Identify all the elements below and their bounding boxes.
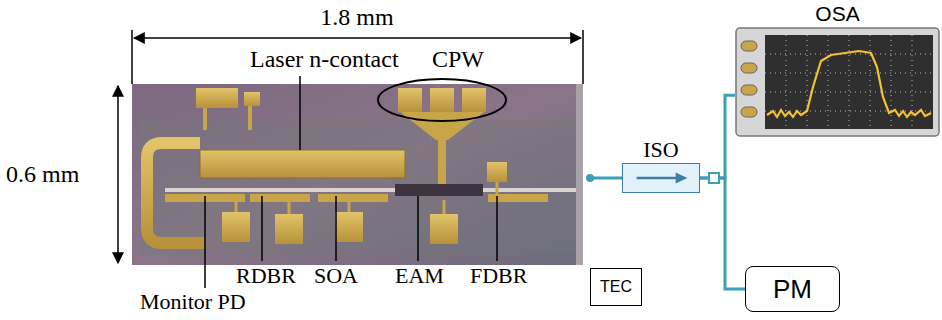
chip-pad <box>335 212 363 242</box>
chip-facet <box>576 84 583 265</box>
chip-pad <box>244 92 260 106</box>
chip-section <box>318 194 388 202</box>
dimension-tick <box>582 30 584 84</box>
chip-region <box>140 120 580 255</box>
part-label: Laser n-contact <box>250 46 399 72</box>
chip-pad <box>196 88 238 108</box>
leader-line <box>335 196 337 261</box>
fiber-connector <box>700 178 745 289</box>
cpw-pad <box>398 88 422 112</box>
fiber-connector <box>700 95 735 178</box>
dimension-arrow <box>117 86 119 263</box>
chip-trace <box>205 106 250 130</box>
osa-instrument: OSA <box>735 27 940 137</box>
part-label: RDBR <box>236 264 296 288</box>
waveguide <box>165 188 583 192</box>
leader-line <box>496 196 498 261</box>
leader-line <box>261 196 263 261</box>
fiber <box>590 177 622 180</box>
chip-photo <box>132 84 583 265</box>
part-label: Monitor PD <box>140 290 246 314</box>
dimension-label: 0.6 mm <box>6 161 79 187</box>
box-label: TEC <box>600 278 632 296</box>
dimension-label: 1.8 mm <box>320 4 393 30</box>
tec-box: TEC <box>590 268 642 306</box>
cpw-pad <box>462 88 486 112</box>
chip-pad <box>275 214 303 244</box>
dimension-arrow <box>134 37 581 39</box>
eam-section <box>395 184 483 196</box>
osa-drawing <box>735 27 940 137</box>
instrument-heading: OSA <box>815 2 859 25</box>
isolator-symbol <box>623 164 699 192</box>
box-label: PM <box>773 275 812 304</box>
part-label: EAM <box>395 264 444 288</box>
chip-trace <box>147 143 205 243</box>
chip-trace <box>236 182 497 214</box>
instrument-heading: ISO <box>643 138 678 162</box>
part-label: CPW <box>432 46 484 72</box>
chip-section <box>250 194 310 202</box>
leader-line <box>204 196 206 288</box>
part-label: SOA <box>314 264 358 288</box>
chip-pad <box>222 212 250 242</box>
leader-line <box>417 196 419 261</box>
fiber-splitter <box>709 173 719 183</box>
laser-n-contact <box>200 150 405 178</box>
chip-pad <box>487 162 507 182</box>
cpw-taper <box>400 112 484 140</box>
dimension-tick <box>131 30 133 84</box>
power-meter-box: PM <box>745 266 840 312</box>
cpw-pad <box>430 88 454 112</box>
isolator-box: ISO <box>622 163 700 193</box>
cpw-ring <box>378 79 506 121</box>
chip-pad <box>430 214 458 244</box>
part-label: FDBR <box>470 264 527 288</box>
leader-line <box>299 76 301 150</box>
cpw-line <box>438 140 446 184</box>
